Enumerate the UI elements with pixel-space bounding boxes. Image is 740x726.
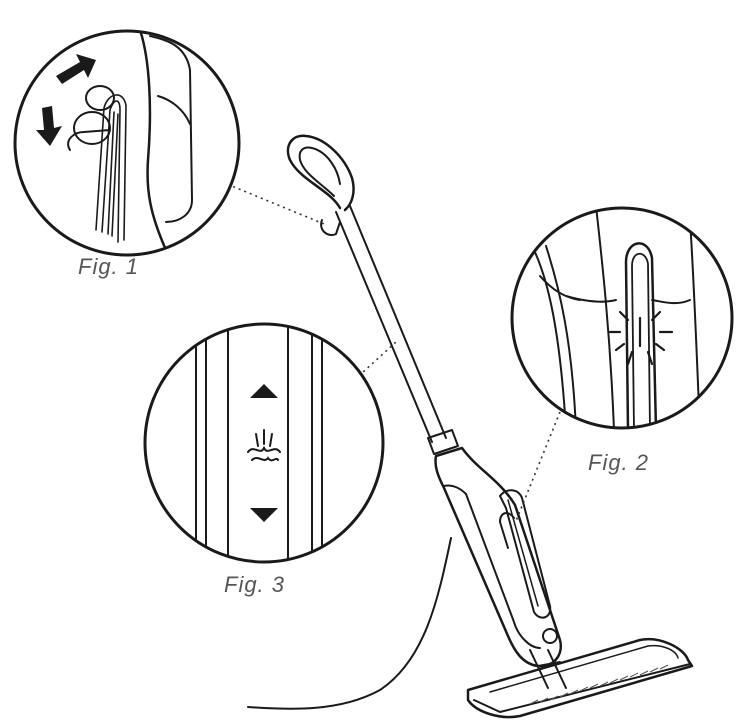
fig2-circle bbox=[510, 206, 734, 430]
power-cord bbox=[247, 537, 452, 710]
swivel-neck bbox=[529, 649, 567, 689]
fig2-caption: Fig. 2 bbox=[588, 450, 649, 475]
fig2-leader bbox=[513, 411, 561, 527]
fig2-detail bbox=[510, 206, 734, 430]
triangle-down-icon[interactable] bbox=[250, 508, 278, 522]
fig1-leader bbox=[221, 181, 325, 225]
fig3-detail bbox=[143, 322, 385, 564]
fig1-circle bbox=[13, 29, 241, 257]
shaft-left bbox=[335, 211, 433, 443]
handle-grip bbox=[286, 134, 355, 212]
down-arrow-icon bbox=[36, 106, 62, 146]
wrapped-cord bbox=[95, 94, 127, 243]
fig3-leader bbox=[349, 341, 397, 385]
handle-clip bbox=[624, 242, 658, 428]
base-button bbox=[542, 628, 558, 644]
upper-cord-hook bbox=[320, 219, 341, 236]
fig1-caption: Fig. 1 bbox=[78, 254, 139, 279]
click-burst-icon bbox=[608, 310, 674, 366]
steam-icon[interactable] bbox=[247, 429, 281, 462]
shaft-right bbox=[349, 205, 447, 439]
water-tank-window bbox=[499, 489, 552, 619]
fig3-caption: Fig. 3 bbox=[224, 572, 285, 597]
shaft-collar bbox=[427, 429, 459, 455]
steam-mop bbox=[247, 134, 694, 719]
mop-head bbox=[466, 637, 694, 719]
mop-body bbox=[434, 446, 563, 668]
rotate-arrow-icon bbox=[56, 54, 96, 84]
fig1-detail bbox=[13, 29, 241, 257]
mop-pad-texture bbox=[529, 664, 669, 705]
triangle-up-icon[interactable] bbox=[250, 384, 278, 398]
lower-cord-hook bbox=[499, 512, 515, 549]
